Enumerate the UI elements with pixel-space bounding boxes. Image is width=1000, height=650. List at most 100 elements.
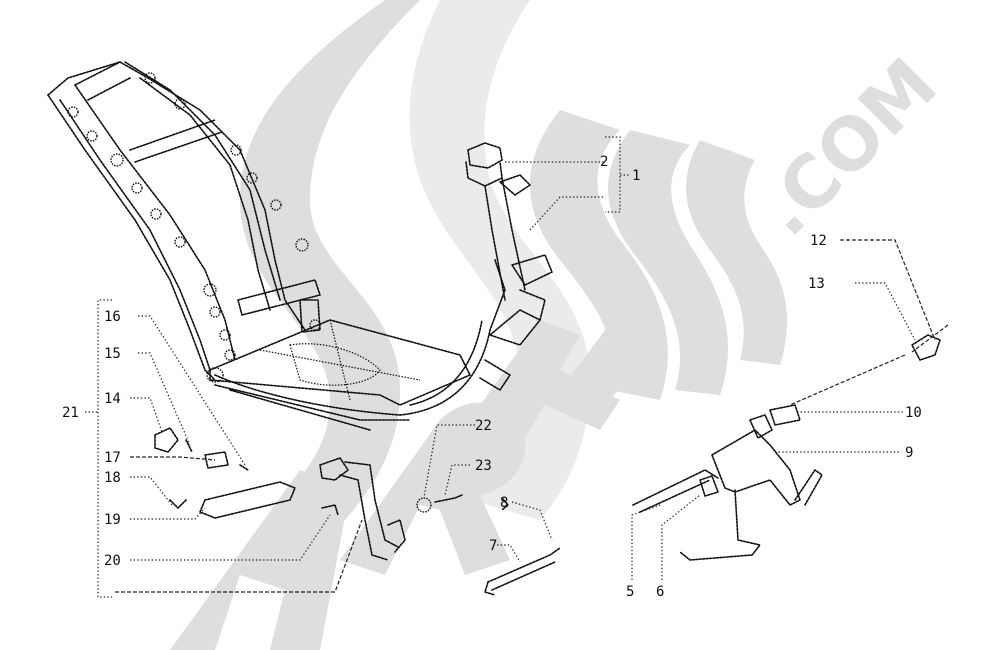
center-stand-pivot [749, 414, 773, 439]
frame-hole [246, 172, 258, 184]
leader-7 [497, 544, 521, 563]
head-tube-body [484, 177, 526, 301]
watermark-letter-t2 [560, 310, 660, 415]
label-part-18: 18 [104, 470, 121, 486]
part-22-nut [416, 497, 432, 513]
frame-crossbar-mid [129, 119, 223, 163]
label-part-13: 13 [808, 276, 825, 292]
label-part-22: 22 [475, 418, 492, 434]
center-stand-leg [679, 489, 761, 561]
frame-hole [150, 208, 162, 220]
frame-hole [144, 72, 156, 84]
center-stand [632, 324, 949, 561]
leader-1-bracket [605, 136, 630, 213]
leader-6 [661, 494, 701, 580]
leader-12 [840, 239, 936, 341]
leader-22 [423, 424, 475, 498]
frame-left-rail [47, 94, 216, 381]
label-part-23: 23 [475, 458, 492, 474]
label-part-2: 2 [600, 154, 608, 170]
frame-floor-inner [259, 319, 421, 401]
side-stand-leg [339, 461, 401, 561]
part-19-footboard [199, 481, 296, 519]
part-23-bolt [434, 494, 463, 503]
frame-end-tube [206, 367, 224, 383]
frame-hole [174, 98, 186, 110]
label-part-8: 8 [500, 495, 508, 511]
part-8-clip [501, 497, 509, 511]
frame-hole [131, 182, 143, 194]
frame-hole [219, 329, 231, 341]
frame-hole [224, 349, 236, 361]
main-frame [47, 61, 541, 431]
leader-16 [138, 315, 246, 466]
label-part-21: 21 [62, 405, 79, 421]
watermark: .COM [170, 0, 953, 650]
label-part-10: 10 [905, 405, 922, 421]
frame-hole [270, 199, 282, 211]
frame-front-curve [399, 259, 506, 416]
label-part-5: 5 [626, 584, 634, 600]
frame-hole [174, 236, 186, 248]
part-12-13-bolt [911, 334, 941, 361]
leader-1-arrow [529, 196, 605, 231]
part-17-screw [239, 464, 249, 471]
part-15-pin [185, 439, 193, 453]
head-tube-lower-bracket [511, 254, 553, 321]
frame-hole [203, 283, 217, 297]
side-stand-foot [387, 519, 406, 553]
frame-hole [86, 130, 98, 142]
frame-hole [309, 319, 321, 331]
frame-floor [209, 319, 471, 406]
label-part-15: 15 [104, 346, 121, 362]
center-stand-arm [632, 469, 719, 513]
label-part-1: 1 [632, 168, 640, 184]
frame-floor-rail [214, 374, 411, 431]
frame-hole [209, 306, 221, 318]
part-10-spring [769, 404, 801, 426]
part-20-spring [321, 504, 339, 516]
frame-left-rail-2 [74, 84, 236, 361]
part-14-bracket [154, 427, 179, 453]
label-part-9: 9 [905, 445, 913, 461]
label-part-6: 6 [656, 584, 664, 600]
frame-hole [230, 144, 242, 156]
frame-hole [295, 238, 309, 252]
center-stand-kick [794, 469, 823, 506]
frame-outer-left [47, 61, 306, 331]
part-labels: 1 2 12 13 10 9 5 6 7 8 22 23 21 16 15 14… [62, 154, 922, 600]
watermark-s-5 [686, 140, 788, 365]
watermark-s-4 [608, 130, 729, 395]
footrest-parts [154, 427, 339, 519]
stand-axis-line [789, 324, 949, 406]
head-tube-top [467, 142, 503, 169]
hardware-small [416, 494, 561, 596]
label-part-12: 12 [810, 233, 827, 249]
part-7-pin [484, 547, 561, 596]
frame-crossbar-top [74, 61, 131, 101]
leader-21-bracket [85, 299, 112, 598]
leader-8 [511, 501, 553, 541]
label-part-17: 17 [104, 450, 121, 466]
frame-crossbar-low [237, 279, 321, 316]
leader-15 [138, 352, 191, 446]
part-16-clip [169, 499, 187, 509]
frame-bracket [299, 299, 321, 333]
watermark-s-1 [240, 0, 420, 520]
part-8-bushing [699, 475, 719, 497]
part-17-pad [204, 451, 229, 469]
label-part-7: 7 [489, 538, 497, 554]
label-part-16: 16 [104, 309, 121, 325]
leader-18 [130, 476, 173, 506]
steering-head-tube [465, 142, 553, 321]
head-tube-lug [499, 174, 531, 196]
side-stand [319, 457, 406, 561]
frame-right-rail [124, 61, 281, 301]
leader-23 [444, 464, 470, 496]
label-part-20: 20 [104, 553, 121, 569]
leader-5 [631, 504, 661, 580]
center-stand-body [711, 429, 801, 506]
leader-21-arrow [115, 519, 363, 593]
leader-17 [130, 456, 216, 461]
